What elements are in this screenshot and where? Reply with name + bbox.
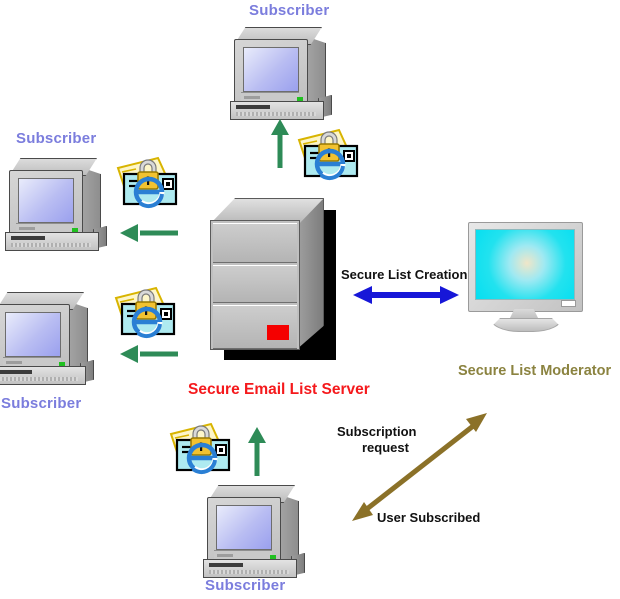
base-vents [0, 377, 78, 381]
power-led-icon [59, 362, 65, 366]
user-subscribed-label: User Subscribed [377, 510, 481, 525]
computer-base [203, 559, 297, 578]
subscriber-left-lower-computer[interactable] [0, 290, 94, 385]
subscription-request-label-line2: request [362, 440, 409, 455]
arrow-left-to-left-lower-subscriber [120, 345, 178, 363]
base-vents [11, 243, 91, 247]
arrow-left-to-left-upper-subscriber [120, 224, 178, 242]
subscriber-left-lower-label: Subscriber [1, 395, 82, 412]
subscriber-left-upper-label: Subscriber [16, 130, 97, 147]
computer-base [0, 366, 86, 385]
crt-monitor-icon [9, 170, 83, 236]
arrow-double-subscription-diagonal [352, 413, 487, 521]
lcd-screen [475, 229, 575, 300]
power-led-icon [72, 228, 78, 232]
server-front-face [210, 220, 300, 350]
computer-screen [5, 312, 61, 357]
computer-screen [18, 178, 74, 223]
server-status-led-icon [267, 325, 289, 340]
drive-slot [209, 563, 243, 567]
subscription-request-label-line1: Subscription [337, 424, 417, 439]
lcd-neck [509, 309, 539, 320]
subscriber-top-computer[interactable] [230, 25, 332, 120]
secure-email-icon-to-left-lower [114, 286, 176, 339]
secure-email-list-server-icon[interactable] [210, 198, 336, 360]
subscriber-top-label: Subscriber [249, 2, 330, 19]
crt-monitor-icon [234, 39, 308, 105]
drive-slot [11, 236, 45, 240]
monitor-bezel [16, 223, 74, 233]
subscriber-left-upper-computer[interactable] [5, 156, 107, 251]
server-bay-1 [213, 223, 297, 263]
arrow-up-to-top-subscriber [271, 119, 289, 168]
monitor-bezel [3, 357, 61, 367]
subscriber-bottom-computer[interactable] [203, 483, 305, 578]
subscriber-bottom-label: Subscriber [205, 577, 286, 594]
computer-screen [216, 505, 272, 550]
computer-base [230, 101, 324, 120]
secure-list-moderator-icon[interactable] [468, 222, 583, 334]
secure-email-icon-to-left-upper [116, 156, 178, 209]
server-label: Secure Email List Server [188, 381, 370, 398]
secure-list-creation-label: Secure List Creation [341, 267, 468, 282]
base-vents [236, 112, 316, 116]
secure-email-icon-from-bottom [169, 422, 231, 475]
computer-screen [243, 47, 299, 92]
drive-slot [0, 370, 32, 374]
server-bay-2 [213, 265, 297, 303]
power-led-icon [297, 97, 303, 101]
moderator-label: Secure List Moderator [458, 363, 612, 379]
power-led-icon [270, 555, 276, 559]
arrow-double-secure-list-creation [353, 286, 459, 304]
crt-monitor-icon [0, 304, 70, 370]
computer-base [5, 232, 99, 251]
arrow-up-from-bottom-subscriber [248, 427, 266, 476]
secure-email-icon-to-top [297, 128, 359, 181]
monitor-bezel [241, 92, 299, 102]
lcd-stand [490, 318, 562, 332]
monitor-bezel [214, 550, 272, 560]
drive-slot [236, 105, 270, 109]
lcd-frame [468, 222, 583, 312]
lcd-power-button[interactable] [561, 300, 576, 307]
base-vents [209, 570, 289, 574]
crt-monitor-icon [207, 497, 281, 563]
